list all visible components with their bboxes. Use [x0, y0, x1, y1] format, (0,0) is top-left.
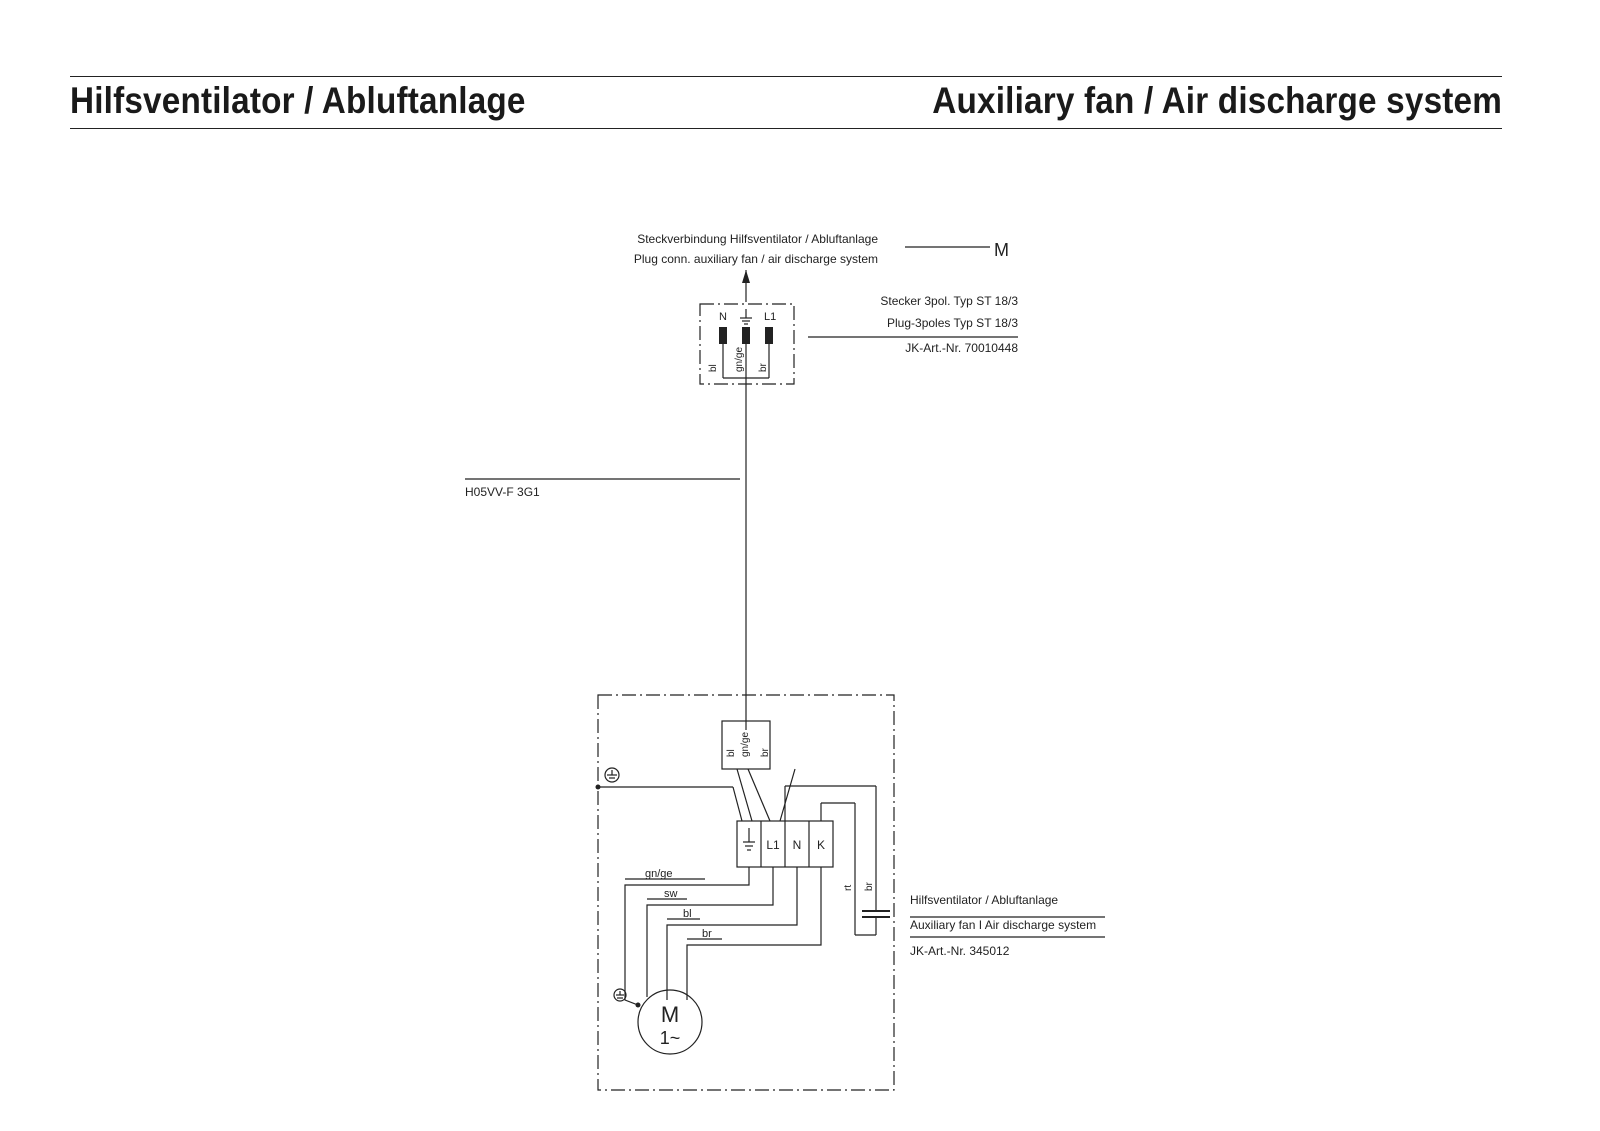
entry-wire-to-earth: [736, 768, 753, 822]
arrow-up-icon: [742, 270, 750, 283]
plug-pin-label-l1: L1: [764, 311, 776, 323]
plug-label-de: Stecker 3pol. Typ ST 18/3: [880, 294, 1018, 308]
entry-wire-to-n: [779, 768, 796, 822]
plug-wire-label-br: br: [758, 362, 769, 372]
plug-housing: [699, 303, 795, 385]
motor-wire-label-br: br: [702, 928, 712, 940]
motor-earth-icon: [613, 988, 627, 1002]
plug-wire-label-gnge: gn/ge: [734, 347, 745, 372]
fan-unit-housing: [597, 694, 895, 1091]
plug-wire-label-bl: bl: [708, 364, 719, 372]
cap-wire-label-rt: rt: [843, 885, 854, 891]
plug-label-en: Plug-3poles Typ ST 18/3: [887, 316, 1018, 330]
motor-symbol-label: M: [661, 1002, 679, 1027]
earth-junction-dot: [595, 784, 601, 790]
entry-wire-label-br: br: [760, 747, 771, 757]
motor-circle: [637, 989, 703, 1055]
motor-wire-br: [686, 867, 822, 1000]
terminal-label-n: N: [793, 838, 802, 852]
header-top-rule: [70, 76, 1502, 77]
title-german: Hilfsventilator / Abluftanlage: [70, 80, 526, 121]
terminal-label-k: K: [817, 838, 825, 852]
motor-wire-label-sw: sw: [664, 888, 678, 900]
title-english: Auxiliary fan / Air discharge system: [932, 80, 1502, 121]
plug-connection-label-de: Steckverbindung Hilfsventilator / Abluft…: [637, 232, 878, 246]
plug-connection-label-en: Plug conn. auxiliary fan / air discharge…: [634, 252, 878, 266]
housing-earth-drop: [732, 786, 743, 822]
cable-type-label: H05VV-F 3G1: [465, 485, 540, 499]
cap-wire-label-br: br: [864, 881, 875, 891]
plug-pin-earth: [742, 327, 750, 344]
entry-block: [721, 720, 771, 770]
fan-unit-label-de: Hilfsventilator / Abluftanlage: [910, 893, 1058, 907]
motor-wire-sw: [646, 867, 774, 997]
plug-pin-label-n: N: [719, 311, 727, 323]
fan-unit-part-no: JK-Art.-Nr. 345012: [910, 944, 1010, 958]
motor-wire-gnge: [624, 867, 750, 1006]
motor-wire-label-gnge: gn/ge: [645, 868, 673, 880]
fan-unit-label-en: Auxiliary fan I Air discharge system: [910, 918, 1096, 932]
entry-wire-label-bl: bl: [726, 749, 737, 757]
header-bottom-rule: [70, 128, 1502, 129]
plug-part-no: JK-Art.-Nr. 70010448: [905, 341, 1018, 355]
plug-pin-l1: [765, 327, 773, 344]
motor-wire-label-bl: bl: [683, 908, 692, 920]
entry-wire-label-gnge: gn/ge: [740, 732, 751, 757]
terminal-label-l1: L1: [766, 838, 780, 852]
plug-pin-n: [719, 327, 727, 344]
housing-earth-icon: [604, 767, 620, 783]
plug-connection-ref: M: [994, 240, 1009, 260]
motor-wire-bl: [666, 867, 798, 1000]
entry-wire-to-l1: [747, 768, 771, 822]
motor-phase-label: 1~: [660, 1028, 681, 1048]
motor-earth-dot: [635, 1002, 641, 1008]
